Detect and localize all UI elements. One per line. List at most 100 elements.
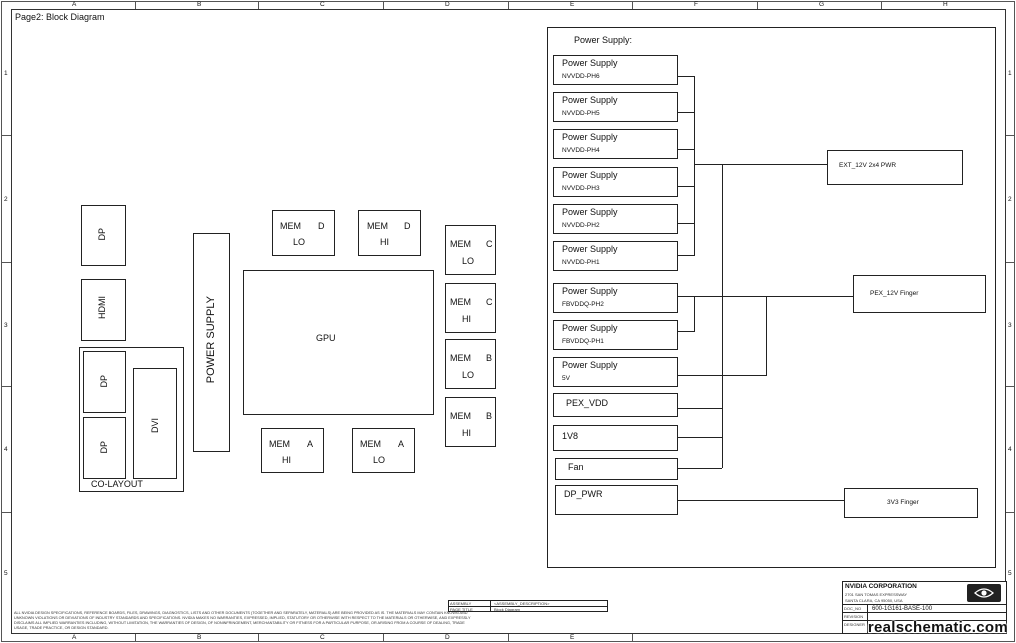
mem-b-lo-channel: B <box>486 353 493 363</box>
mem-a-lo-half: LO <box>373 455 386 465</box>
part-number: 600-1G161-BASE-100 <box>872 606 933 612</box>
watermark: realschematic.com <box>867 619 1008 636</box>
mem-c-lo-mem: MEM <box>450 239 471 249</box>
co-layout-label: CO-LAYOUT <box>91 479 143 489</box>
pex-vdd-rail: PEX_VDD <box>553 393 678 417</box>
assembly-label: ASSEMBLY <box>450 601 472 606</box>
mem-c-lo-channel: C <box>486 239 493 249</box>
fan-rail: Fan <box>555 458 678 480</box>
dvi-connector: DVI <box>133 368 177 479</box>
mem-a-hi-half: HI <box>282 455 291 465</box>
field-revision: REVISION <box>844 614 864 619</box>
ext-12v-source: EXT_12V 2x4 PWR <box>827 150 963 185</box>
mem-c-lo: MEM C LO <box>445 225 496 275</box>
power-supply-5v: Power Supply 5V <box>553 357 678 387</box>
supply-rail: FBVDDQ-PH2 <box>562 301 604 308</box>
supply-rail: 5V <box>562 375 570 382</box>
hdmi-connector-label: HDMI <box>97 296 107 319</box>
power-supply-fbvddq-ph1: Power Supply FBVDDQ-PH1 <box>553 320 678 350</box>
fan-label: Fan <box>568 462 584 472</box>
supply-label: Power Supply <box>562 170 618 180</box>
supply-label: Power Supply <box>562 58 618 68</box>
page-title-value: Block Diagram <box>494 607 521 612</box>
company-address-2: SANTA CLARA, CA 95050, USA <box>845 598 903 603</box>
dp-connector-top-label: DP <box>97 228 107 241</box>
nvidia-logo-icon <box>967 584 1001 602</box>
mem-a-hi-channel: A <box>307 439 314 449</box>
mem-a-lo-mem: MEM <box>360 439 381 449</box>
3v3-label: 3V3 Finger <box>887 499 919 506</box>
mem-a-hi-mem: MEM <box>269 439 290 449</box>
mem-c-hi: MEM C HI <box>445 283 496 333</box>
1v8-label: 1V8 <box>562 431 579 441</box>
ext-12v-label: EXT_12V 2x4 PWR <box>839 162 897 169</box>
mem-d-hi: MEM D HI <box>358 210 421 256</box>
power-supply-nvvdd-ph6: Power Supply NVVDD-PH6 <box>553 55 678 85</box>
mem-a-hi: MEM A HI <box>261 428 324 473</box>
legal-disclaimer: ALL NVIDIA DESIGN SPECIFICATIONS, REFERE… <box>14 611 471 630</box>
mem-d-hi-channel: D <box>404 221 411 231</box>
mem-b-lo-half: LO <box>462 370 475 380</box>
mem-a-lo-channel: A <box>398 439 405 449</box>
assembly-value: <ASSEMBLY_DESCRIPTION> <box>494 601 550 606</box>
pex-12v-source: PEX_12V Finger <box>853 275 986 313</box>
mem-b-hi-mem: MEM <box>450 411 471 421</box>
dvi-connector-label: DVI <box>150 418 160 434</box>
mem-b-hi: MEM B HI <box>445 397 496 447</box>
pex-12v-label: PEX_12V Finger <box>870 290 919 297</box>
supply-label: Power Supply <box>562 244 618 254</box>
power-supply-nvvdd-ph4: Power Supply NVVDD-PH4 <box>553 129 678 159</box>
supply-label: Power Supply <box>562 132 618 142</box>
supply-rail: NVVDD-PH3 <box>562 185 600 192</box>
mem-d-lo-half: LO <box>293 237 306 247</box>
mem-d-lo-channel: D <box>318 221 325 231</box>
supply-rail: FBVDDQ-PH1 <box>562 338 604 345</box>
gpu-label: GPU <box>316 333 336 343</box>
company-name: NVIDIA CORPORATION <box>845 583 917 590</box>
1v8-rail: 1V8 <box>553 425 678 451</box>
supply-rail: NVVDD-PH5 <box>562 110 600 117</box>
dp-connector-a-label: DP <box>99 375 109 388</box>
dp-pwr-label: DP_PWR <box>564 489 603 499</box>
power-supply-nvvdd-ph1: Power Supply NVVDD-PH1 <box>553 241 678 271</box>
power-supply-block-label: POWER SUPPLY <box>205 296 217 384</box>
supply-label: Power Supply <box>562 207 618 217</box>
power-supply-nvvdd-ph3: Power Supply NVVDD-PH3 <box>553 167 678 197</box>
company-address-1: 2701 SAN TOMAS EXPRESSWAY <box>845 592 908 597</box>
supply-rail: NVVDD-PH4 <box>562 147 600 154</box>
power-section-title: Power Supply: <box>574 35 633 45</box>
field-doc-no: DOC_NO <box>844 606 862 611</box>
mem-c-lo-half: LO <box>462 256 475 266</box>
mem-d-hi-half: HI <box>380 237 389 247</box>
power-supply-nvvdd-ph2: Power Supply NVVDD-PH2 <box>553 204 678 234</box>
power-supply-block: POWER SUPPLY <box>193 233 230 452</box>
supply-label: Power Supply <box>562 323 618 333</box>
field-designer: DESIGNER <box>844 622 865 627</box>
dp-connector-b-label: DP <box>99 441 109 454</box>
supply-label: Power Supply <box>562 95 618 105</box>
mem-b-lo: MEM B LO <box>445 339 496 389</box>
3v3-source: 3V3 Finger <box>844 488 978 518</box>
supply-label: Power Supply <box>562 360 618 370</box>
supply-rail: NVVDD-PH2 <box>562 222 600 229</box>
supply-rail: NVVDD-PH1 <box>562 259 600 266</box>
mem-d-lo: MEM D LO <box>272 210 335 256</box>
mem-c-hi-mem: MEM <box>450 297 471 307</box>
page-title-label: PAGE TITLE <box>450 607 473 612</box>
dp-connector-a: DP <box>83 351 126 413</box>
mem-d-hi-mem: MEM <box>367 221 388 231</box>
dp-connector-top: DP <box>81 205 126 266</box>
supply-label: Power Supply <box>562 286 618 296</box>
mem-c-hi-half: HI <box>462 314 471 324</box>
mem-b-hi-channel: B <box>486 411 493 421</box>
power-supply-nvvdd-ph5: Power Supply NVVDD-PH5 <box>553 92 678 122</box>
sheet-inner-border <box>11 9 1006 634</box>
mem-a-lo: MEM A LO <box>352 428 415 473</box>
dp-pwr-rail: DP_PWR <box>555 485 678 515</box>
hdmi-connector: HDMI <box>81 279 126 341</box>
mem-b-lo-mem: MEM <box>450 353 471 363</box>
gpu-block: GPU <box>243 270 434 415</box>
mem-d-lo-mem: MEM <box>280 221 301 231</box>
supply-rail: NVVDD-PH6 <box>562 73 600 80</box>
mem-b-hi-half: HI <box>462 428 471 438</box>
